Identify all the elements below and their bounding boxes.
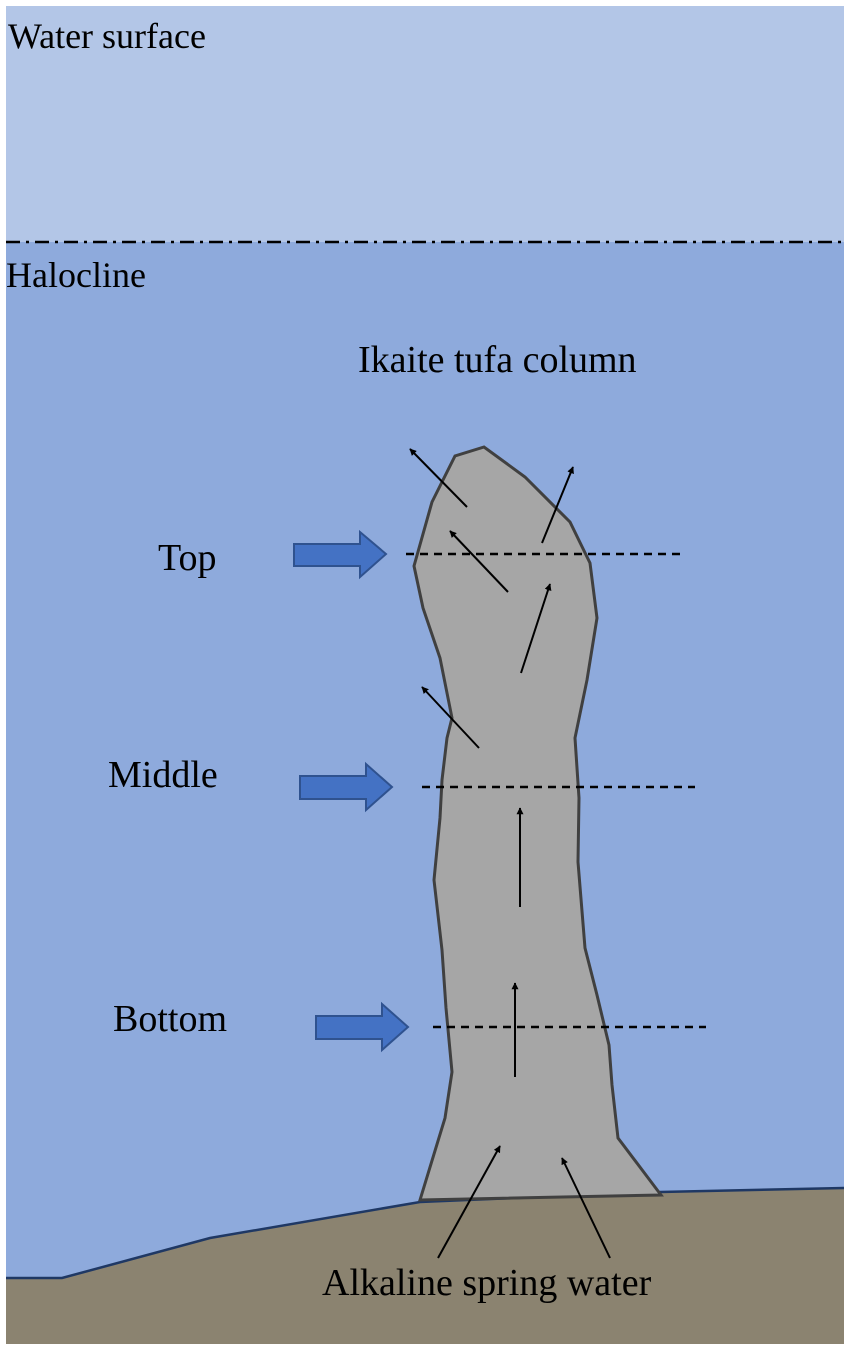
tufa-column bbox=[412, 445, 664, 1202]
flow-arrow-icon bbox=[437, 1145, 501, 1259]
spring-water-label: Alkaline spring water bbox=[322, 1262, 652, 1304]
flow-arrow-icon bbox=[561, 1157, 611, 1259]
bottom-sample-arrow-icon bbox=[315, 1001, 410, 1053]
flow-arrow-icon bbox=[409, 448, 468, 508]
flow-arrow-icon bbox=[421, 686, 480, 749]
lower-water-layer bbox=[6, 242, 844, 1342]
flow-arrow-icon bbox=[520, 583, 552, 674]
top-label: Top bbox=[158, 537, 217, 579]
halocline-label: Halocline bbox=[6, 255, 146, 295]
flow-arrow-icon bbox=[541, 466, 574, 544]
bottom-label: Bottom bbox=[113, 998, 227, 1040]
middle-label: Middle bbox=[108, 754, 218, 796]
water-surface-label: Water surface bbox=[8, 16, 206, 56]
seabed-line bbox=[6, 1186, 845, 1280]
flow-arrow-icon bbox=[449, 530, 509, 593]
column-label: Ikaite tufa column bbox=[358, 339, 637, 381]
sediment-layer bbox=[6, 1188, 844, 1344]
top-sample-arrow-icon bbox=[293, 529, 388, 580]
flow-arrows bbox=[409, 448, 611, 1259]
middle-sample-arrow-icon bbox=[299, 761, 394, 813]
upper-water-layer bbox=[6, 6, 844, 242]
